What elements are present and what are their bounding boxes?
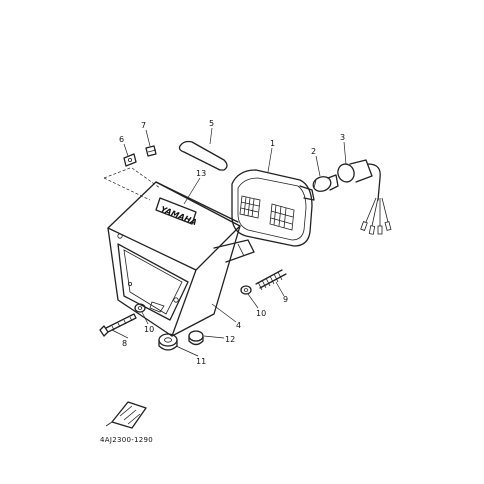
socket-cord xyxy=(337,159,392,235)
bolt xyxy=(99,313,137,337)
front-arrow-icon xyxy=(105,401,147,429)
trim-strip xyxy=(178,140,228,171)
callout-numbers: 6 7 5 1 2 3 13 4 9 10 10 8 12 11 xyxy=(119,119,345,366)
spring xyxy=(255,269,287,291)
washer-left xyxy=(134,303,146,313)
washer-right xyxy=(240,285,252,295)
bulb xyxy=(312,174,339,192)
callout-3: 3 xyxy=(340,133,345,142)
grommet-small xyxy=(188,330,204,346)
callout-11: 11 xyxy=(196,357,206,366)
emblem-text: YAMAHA xyxy=(159,205,198,228)
callout-10-right: 10 xyxy=(256,309,266,318)
collar-nut xyxy=(123,153,137,167)
callout-1: 1 xyxy=(270,139,275,148)
headlight-unit xyxy=(231,169,315,247)
grommet xyxy=(158,333,178,351)
callout-5: 5 xyxy=(209,119,214,128)
headlight-cover xyxy=(107,181,255,337)
callout-4: 4 xyxy=(236,321,241,330)
callout-9: 9 xyxy=(283,295,288,304)
screw xyxy=(145,145,157,157)
callout-2: 2 xyxy=(311,147,316,156)
callout-8: 8 xyxy=(122,339,127,348)
callout-13: 13 xyxy=(196,169,206,178)
diagram-code: 4AJ2300-1290 xyxy=(100,436,153,444)
callout-7: 7 xyxy=(141,121,146,130)
callout-12: 12 xyxy=(225,335,235,344)
callout-10-left: 10 xyxy=(144,325,154,334)
callout-6: 6 xyxy=(119,135,124,144)
leader-lines xyxy=(103,127,347,357)
emblem: YAMAHA xyxy=(155,197,198,228)
